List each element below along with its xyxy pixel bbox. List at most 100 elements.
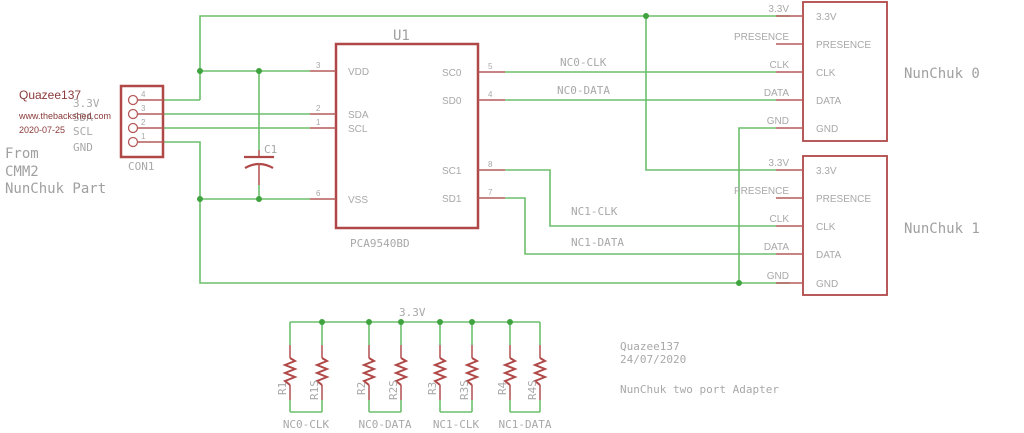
junction (643, 13, 649, 19)
resistor-ref: R4 (496, 381, 509, 395)
pin-name: GND (816, 279, 838, 290)
chip-ref: U1 (393, 28, 410, 44)
wire-gnd-nc0 (738, 127, 776, 283)
nunchuk-0-connector[interactable]: 3.3V3.3VPRESENCEPRESENCECLKCLKDATADATAGN… (734, 1, 888, 142)
watermark-site: www.thebackshed.com (18, 111, 111, 121)
resistor-zigzag (532, 357, 548, 386)
wire-nc1-data (505, 197, 776, 255)
capacitor-c1[interactable]: C1 (244, 143, 277, 185)
resistor-ref: R3S (458, 380, 471, 400)
wire-vcc-top (199, 15, 790, 100)
pullup-net-label: NC1-DATA (499, 418, 552, 431)
origin-label-line3: NunChuk Part (5, 181, 106, 197)
resistor-ref: R2 (355, 382, 368, 395)
resistor-ref: R3 (426, 382, 439, 395)
pin-number: 8 (488, 160, 493, 169)
pin-number: 5 (488, 62, 493, 71)
pin-name: SC0 (442, 68, 462, 79)
connector-con1[interactable]: 4 3 2 1 CON1 3.3V SDA SCL GND (73, 84, 165, 173)
pin-number: 1 (316, 118, 321, 127)
nunchuk-1-title: NunChuk 1 (904, 221, 980, 237)
resistor-zigzag (361, 357, 377, 386)
pullup-net-label: NC1-CLK (433, 418, 480, 431)
junction (197, 196, 203, 202)
pin-name: SCL (348, 124, 368, 135)
chip-u1[interactable]: U1 3 2 1 6 VDD SDA SCL VSS 5 4 8 7 SC0 S… (310, 28, 505, 250)
resistor-zigzag (282, 357, 298, 386)
pin-name: SD0 (442, 96, 462, 107)
pin-icon (127, 136, 139, 148)
junction (469, 319, 475, 325)
junction (398, 319, 404, 325)
junction (197, 68, 203, 74)
con-pin-label: 3.3V (73, 97, 100, 110)
net-label-nc0-data: NC0-DATA (557, 84, 610, 97)
pin-number: 6 (316, 189, 321, 198)
resistor-zigzag (432, 357, 448, 386)
pin-name: SC1 (442, 166, 462, 177)
pin-name: DATA (816, 96, 842, 107)
nunchuk-1-connector[interactable]: 3.3V3.3VPRESENCEPRESENCECLKCLKDATADATAGN… (734, 155, 888, 296)
junction (507, 319, 513, 325)
title-date: 24/07/2020 (620, 353, 686, 366)
junction (256, 196, 262, 202)
resistor-zigzag (502, 357, 518, 386)
pin-name: SD1 (442, 194, 462, 205)
connector-ref: CON1 (128, 160, 155, 173)
con-pin-label: SCL (73, 125, 93, 138)
connector-body (119, 84, 165, 159)
resistor-ref: R2S (387, 380, 400, 400)
wire-gnd-con1 (163, 141, 790, 284)
pin-number: 4 (488, 90, 493, 99)
pin-signal-label: GND (767, 116, 789, 127)
chip-part-number: PCA9540BD (350, 237, 410, 250)
pullup-rail-label: 3.3V (399, 306, 426, 319)
pin-number: 4 (141, 90, 146, 99)
pin-name: CLK (816, 222, 836, 233)
pin-signal-label: DATA (764, 88, 790, 99)
resistor-ref: R4S (526, 380, 539, 400)
nunchuk-0-title: NunChuk 0 (904, 66, 980, 82)
pin-signal-label: 3.3V (768, 4, 789, 15)
resistor-ref: R1S (308, 380, 321, 400)
pullup-net-label: NC0-CLK (283, 418, 330, 431)
resistor-zigzag (464, 357, 480, 386)
con-pin-label: GND (73, 141, 93, 154)
pin-number: 3 (316, 61, 321, 70)
pin-number: 3 (141, 104, 146, 113)
net-label-nc1-clk: NC1-CLK (571, 205, 618, 218)
junctions (197, 13, 742, 286)
pin-name: CLK (816, 68, 836, 79)
watermark-date: 2020-07-25 (19, 125, 65, 135)
resistor-zigzag (314, 357, 330, 386)
pin-number: 1 (141, 132, 146, 141)
pin-name: 3.3V (816, 166, 837, 177)
con-pin-label: SDA (73, 111, 93, 124)
pin-signal-label: PRESENCE (734, 32, 789, 43)
pin-icon (127, 94, 139, 106)
resistor-zigzag (393, 357, 409, 386)
junction (366, 319, 372, 325)
capacitor-ref: C1 (264, 143, 277, 156)
pin-name: VSS (348, 195, 368, 206)
junction (256, 68, 262, 74)
origin-label-line1: From (5, 146, 39, 162)
chip-body (334, 42, 480, 230)
pin-name: VDD (348, 67, 369, 78)
title-description: NunChuk two port Adapter (620, 383, 779, 396)
pullup-net-label: NC0-DATA (359, 418, 412, 431)
pin-name: GND (816, 124, 838, 135)
pin-name: DATA (816, 250, 842, 261)
wire-nc1-clk (505, 169, 776, 227)
pin-name: PRESENCE (816, 194, 871, 205)
pin-signal-label: PRESENCE (734, 186, 789, 197)
junction (437, 319, 443, 325)
pin-name: SDA (348, 110, 369, 121)
watermark-author: Quazee137 (19, 88, 81, 102)
title-author: Quazee137 (620, 340, 680, 353)
pin-number: 2 (316, 104, 321, 113)
junction (319, 319, 325, 325)
pin-name: 3.3V (816, 12, 837, 23)
